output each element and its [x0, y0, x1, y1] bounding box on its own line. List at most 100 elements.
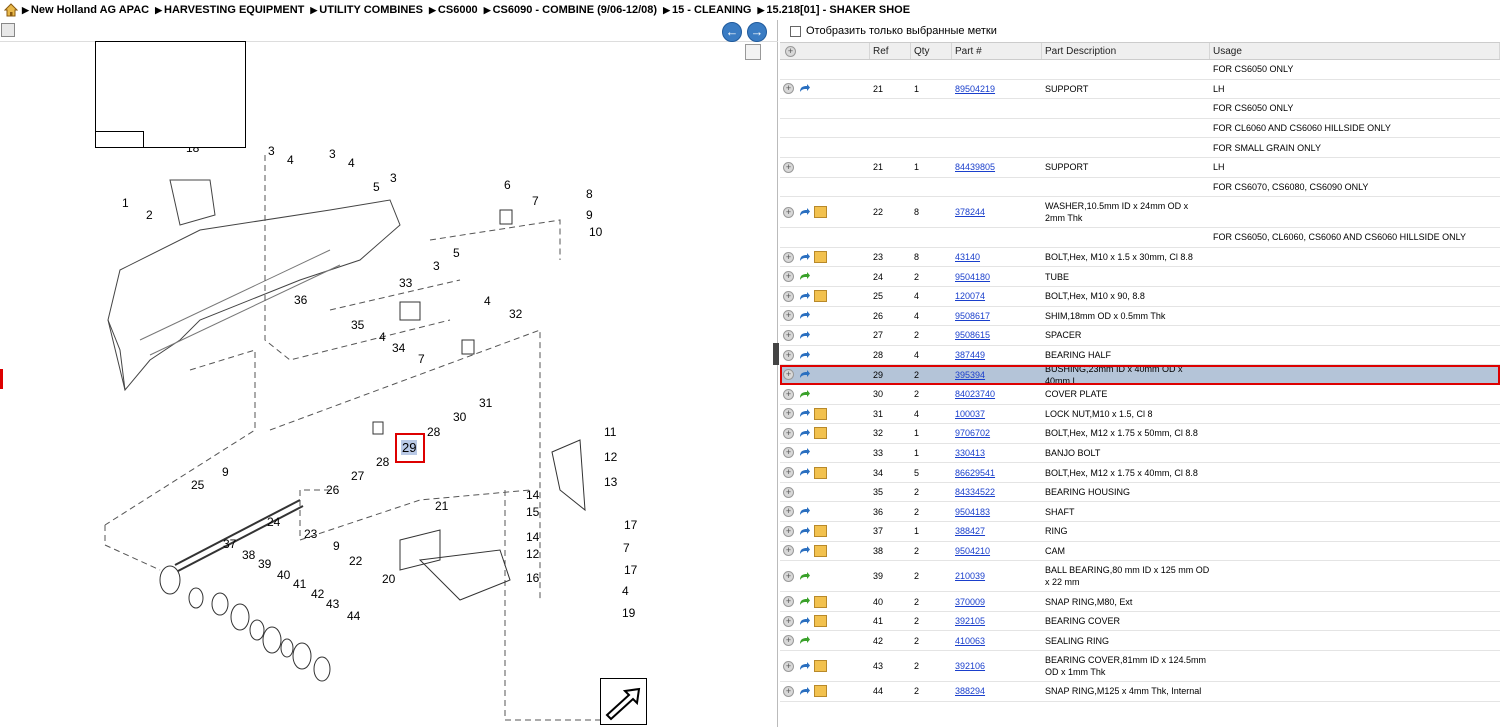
header-qty[interactable]: Qty: [911, 43, 952, 59]
expand-row-icon[interactable]: +: [783, 486, 794, 498]
expand-row-icon[interactable]: +: [783, 83, 794, 95]
expand-row-icon[interactable]: +: [783, 271, 794, 283]
expand-row-icon[interactable]: +: [783, 660, 794, 672]
part-number-link[interactable]: 388294: [955, 686, 986, 697]
package-icon[interactable]: [814, 685, 827, 698]
next-page-arrow-icon[interactable]: [600, 678, 647, 725]
expand-row-icon[interactable]: +: [783, 447, 794, 459]
expand-row-icon[interactable]: +: [783, 161, 794, 173]
package-icon[interactable]: [814, 206, 827, 219]
table-row[interactable]: FOR CS6070, CS6080, CS6090 ONLY: [780, 178, 1500, 198]
panel-splitter[interactable]: [773, 343, 779, 365]
part-number-link[interactable]: 9504180: [955, 271, 991, 282]
green-arrow-icon[interactable]: [798, 389, 811, 400]
green-arrow-icon[interactable]: [798, 571, 811, 582]
package-icon[interactable]: [814, 407, 827, 420]
part-number-link[interactable]: 395394: [955, 369, 986, 380]
part-number-link[interactable]: 9508617: [955, 310, 991, 321]
part-number-link[interactable]: 100037: [955, 408, 986, 419]
part-number-link[interactable]: 84023740: [955, 389, 996, 400]
part-number-link[interactable]: 210039: [955, 571, 986, 582]
fit-view-button[interactable]: [745, 44, 761, 60]
blue-arrow-icon[interactable]: [798, 83, 811, 94]
part-number-link[interactable]: 9706702: [955, 428, 991, 439]
blue-arrow-icon[interactable]: [798, 207, 811, 218]
expand-all-icon[interactable]: +: [785, 46, 796, 57]
package-icon[interactable]: [814, 595, 827, 608]
package-icon[interactable]: [814, 525, 827, 538]
blue-arrow-icon[interactable]: [798, 408, 811, 419]
breadcrumb-item[interactable]: UTILITY COMBINES: [310, 4, 423, 16]
blue-arrow-icon[interactable]: [798, 447, 811, 458]
breadcrumb-item[interactable]: CS6000: [429, 4, 478, 16]
forward-arrow-icon[interactable]: →: [747, 22, 767, 42]
expand-row-icon[interactable]: +: [783, 329, 794, 341]
header-description[interactable]: Part Description: [1042, 43, 1210, 59]
blue-arrow-icon[interactable]: [798, 616, 811, 627]
part-number-link[interactable]: 84439805: [955, 162, 996, 173]
breadcrumb-item[interactable]: CS6090 - COMBINE (9/06-12/08): [484, 4, 657, 16]
selected-callout-29[interactable]: 29: [395, 433, 425, 463]
blue-arrow-icon[interactable]: [798, 428, 811, 439]
expand-row-icon[interactable]: +: [783, 388, 794, 400]
package-icon[interactable]: [814, 466, 827, 479]
header-ref[interactable]: Ref: [870, 43, 911, 59]
part-number-link[interactable]: 370009: [955, 596, 986, 607]
expand-row-icon[interactable]: +: [783, 615, 794, 627]
part-number-link[interactable]: 9504183: [955, 506, 991, 517]
expand-row-icon[interactable]: +: [783, 251, 794, 263]
part-number-link[interactable]: 330413: [955, 447, 986, 458]
package-icon[interactable]: [814, 290, 827, 303]
package-icon[interactable]: [814, 251, 827, 264]
part-number-link[interactable]: 388427: [955, 526, 986, 537]
part-number-link[interactable]: 86629541: [955, 467, 996, 478]
expand-row-icon[interactable]: +: [783, 685, 794, 697]
green-arrow-icon[interactable]: [798, 635, 811, 646]
expand-row-icon[interactable]: +: [783, 369, 794, 381]
part-number-link[interactable]: 89504219: [955, 83, 996, 94]
table-row[interactable]: FOR SMALL GRAIN ONLY: [780, 138, 1500, 158]
part-number-link[interactable]: 387449: [955, 350, 986, 361]
table-row[interactable]: FOR CL6060 AND CS6060 HILLSIDE ONLY: [780, 119, 1500, 139]
part-number-link[interactable]: 9508615: [955, 330, 991, 341]
part-number-link[interactable]: 410063: [955, 635, 986, 646]
expand-row-icon[interactable]: +: [783, 467, 794, 479]
blue-arrow-icon[interactable]: [798, 291, 811, 302]
expand-row-icon[interactable]: +: [783, 570, 794, 582]
part-number-link[interactable]: 84334522: [955, 487, 996, 498]
breadcrumb-item[interactable]: 15.218[01] - SHAKER SHOE: [757, 4, 910, 16]
blue-arrow-icon[interactable]: [798, 661, 811, 672]
blue-arrow-icon[interactable]: [798, 467, 811, 478]
expand-row-icon[interactable]: +: [783, 545, 794, 557]
header-usage[interactable]: Usage: [1210, 43, 1500, 59]
expand-row-icon[interactable]: +: [783, 506, 794, 518]
blue-arrow-icon[interactable]: [798, 545, 811, 556]
export-icon[interactable]: [1, 23, 15, 37]
blue-arrow-icon[interactable]: [798, 686, 811, 697]
blue-arrow-icon[interactable]: [798, 526, 811, 537]
blue-arrow-icon[interactable]: [798, 369, 811, 380]
expand-row-icon[interactable]: +: [783, 427, 794, 439]
expand-row-icon[interactable]: +: [783, 635, 794, 647]
expand-row-icon[interactable]: +: [783, 206, 794, 218]
expand-row-icon[interactable]: +: [783, 525, 794, 537]
home-icon[interactable]: [4, 3, 18, 17]
breadcrumb-item[interactable]: New Holland AG APAC: [22, 4, 149, 16]
package-icon[interactable]: [814, 660, 827, 673]
